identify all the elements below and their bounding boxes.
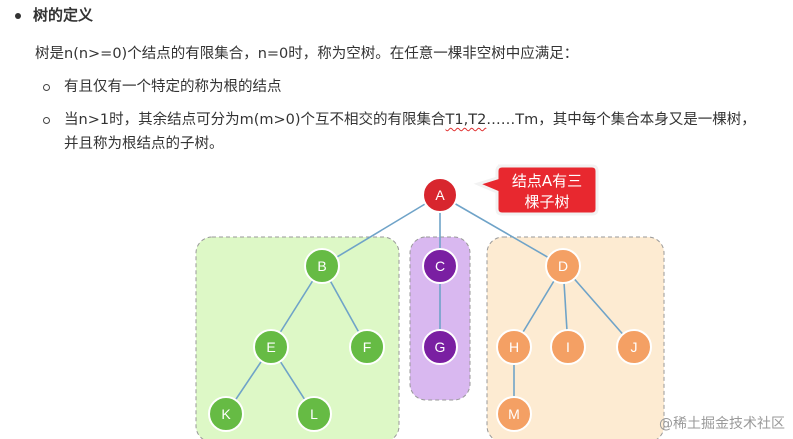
callout-bubble: 结点A有三 棵子树	[473, 164, 599, 216]
tree-node-L: L	[296, 396, 332, 432]
item-root-condition: 有且仅有一个特定的称为根的结点	[64, 79, 282, 95]
callout-text-line1: 结点A有三	[512, 172, 582, 190]
edge-A-B	[321, 194, 441, 267]
node-label-K: K	[221, 406, 231, 422]
tree-node-K: K	[208, 396, 244, 432]
tree-node-M: M	[496, 396, 532, 432]
node-circle-F	[349, 329, 385, 365]
node-circle-L	[296, 396, 332, 432]
callout-shape	[473, 164, 599, 216]
tree-node-H: H	[496, 329, 532, 365]
node-circle-C	[422, 248, 458, 284]
watermark: @稀土掘金技术社区	[659, 416, 785, 432]
node-label-J: J	[631, 339, 638, 355]
node-label-B: B	[317, 258, 326, 274]
node-circle-H	[496, 329, 532, 365]
edge-A-D	[439, 194, 564, 267]
node-label-M: M	[508, 406, 520, 422]
definition-text: 树是n(n>=0)个结点的有限集合，n=0时，称为空树。在任意一棵非空树中应满足…	[35, 46, 579, 62]
node-circle-M	[496, 396, 532, 432]
node-label-D: D	[558, 258, 568, 274]
node-label-L: L	[310, 406, 318, 422]
item-subsets-part-c: ……Tm，其中每个集合本身又是一棵树，	[486, 112, 756, 128]
node-label-F: F	[363, 339, 372, 355]
node-label-I: I	[566, 339, 570, 355]
node-circle-I	[550, 329, 586, 365]
tree-node-E: E	[253, 329, 289, 365]
tree-node-A: A	[422, 177, 458, 213]
node-circle-D	[545, 248, 581, 284]
node-circle-E	[253, 329, 289, 365]
tree-node-J: J	[616, 329, 652, 365]
node-circle-K	[208, 396, 244, 432]
node-label-A: A	[435, 187, 445, 203]
section-heading: 树的定义	[33, 6, 94, 24]
node-label-G: G	[435, 339, 446, 355]
node-label-E: E	[266, 339, 275, 355]
node-circle-A	[422, 177, 458, 213]
item-subsets-part-b: T1,T2	[445, 112, 487, 128]
item-subsets-line2: 并且称为根结点的子树。	[64, 136, 224, 152]
tree-node-I: I	[550, 329, 586, 365]
subtree-box-b	[195, 236, 400, 439]
tree-node-B: B	[304, 248, 340, 284]
item-bullet-2	[43, 117, 50, 124]
node-circle-J	[616, 329, 652, 365]
tree-node-D: D	[545, 248, 581, 284]
node-label-H: H	[509, 339, 519, 355]
item-subsets-part-a: 当n>1时，其余结点可分为m(m>0)个互不相交的有限集合	[64, 112, 446, 128]
tree-node-F: F	[349, 329, 385, 365]
callout-text-line2: 棵子树	[524, 193, 569, 211]
node-label-C: C	[435, 258, 445, 274]
node-circle-G	[422, 329, 458, 365]
heading-bullet	[15, 13, 21, 19]
item-subsets-line1: 当n>1时，其余结点可分为m(m>0)个互不相交的有限集合T1,T2……Tm，其…	[64, 110, 756, 130]
tree-node-G: G	[422, 329, 458, 365]
node-circle-B	[304, 248, 340, 284]
tree-node-C: C	[422, 248, 458, 284]
item-bullet-1	[43, 84, 50, 91]
